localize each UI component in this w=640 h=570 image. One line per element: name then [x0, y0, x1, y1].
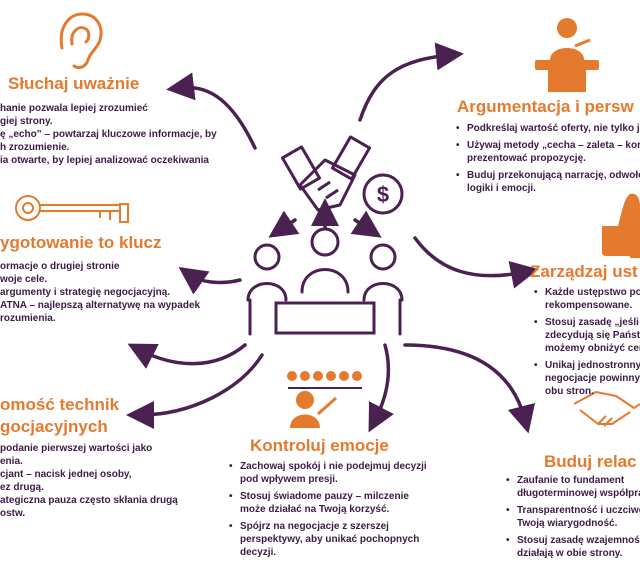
arrow-up-right	[350, 210, 382, 238]
concessions-item-line: Stosuj zasadę „jeśli –	[545, 317, 640, 328]
argument-item-line: prezentować propozycję.	[467, 153, 586, 164]
relations-list: Zaufanie to fundament długoterminowej ws…	[503, 474, 640, 564]
preparation-title: ygotowanie to klucz	[0, 233, 162, 252]
relations-item-line: Transparentność i uczciwo	[517, 505, 640, 516]
preparation-line: ormacje o drugiej stronie	[0, 261, 120, 272]
argument-item: Używaj metody „cecha – zaleta – kor prez…	[453, 139, 640, 165]
techniques-title-line: gocjacyjnych	[0, 417, 108, 436]
concessions-title: Zarządzaj ust	[530, 262, 638, 281]
emotions-item: Stosuj świadome pauzy – milczenie może d…	[226, 490, 427, 516]
argument-item: Buduj przekonującą narrację, odwoło logi…	[453, 169, 640, 195]
preparation-line: ATNA – najlepszą alternatywę na wypadek	[0, 300, 201, 311]
argument-title: Argumentacja i persw	[457, 97, 634, 116]
argument-list: Podkreślaj wartość oferty, nie tylko j U…	[453, 122, 640, 199]
arrow-to-relations	[403, 343, 536, 434]
emotions-item-line: może działać na Twoją korzyść.	[240, 504, 390, 515]
listen-line: ę „echo” – powtarzaj kluczowe informacje…	[0, 129, 217, 140]
ear-icon	[59, 12, 103, 70]
relations-item-line: długoterminowej współpra	[517, 488, 640, 499]
techniques-text: podanie pierwszej wartości jako enia. cj…	[0, 442, 178, 520]
argument-item: Podkreślaj wartość oferty, nie tylko j	[453, 122, 640, 135]
preparation-line: rozumienia.	[0, 313, 56, 324]
relations-title: Buduj relac	[544, 452, 637, 471]
techniques-line: cjant – nacisk jednej osoby,	[0, 469, 132, 480]
relations-item: Stosuj zasadę wzajemności działają w obi…	[503, 534, 640, 560]
listen-line: ia otwarte, by lepiej analizować oczekiw…	[0, 155, 209, 166]
concessions-item-line: Każde ustępstwo pow	[545, 287, 640, 298]
preparation-line: argumenty i strategię negocjacyjną.	[0, 287, 171, 298]
relations-item-line: Zaufanie to fundament	[517, 475, 625, 486]
techniques-line: ategiczna pauza często skłania drugą	[0, 495, 178, 506]
arrow-to-concessions	[413, 236, 539, 289]
techniques-line: enia.	[0, 456, 23, 467]
arrow-to-argument	[358, 42, 464, 122]
relations-item-line: Stosuj zasadę wzajemności	[517, 535, 640, 546]
relations-item: Zaufanie to fundament długoterminowej ws…	[503, 474, 640, 500]
emotions-item: Spójrz na negocjacje z szerszej perspekt…	[226, 520, 427, 559]
emotions-item-line: perspektywy, aby unikać pochopnych	[240, 534, 420, 545]
emotions-title: Kontroluj emocje	[250, 436, 389, 455]
arrow-to-techniques-lower	[126, 353, 264, 429]
concessions-item-line: negocjacje powinny	[545, 373, 640, 384]
emotions-item-line: Stosuj świadome pauzy – milczenie	[240, 491, 409, 502]
concessions-item: Unikaj jednostronny negocjacje powinny o…	[531, 359, 640, 398]
listen-line: h zrozumienie.	[0, 142, 70, 153]
concessions-item-line: Unikaj jednostronny	[545, 360, 640, 371]
emotions-item: Zachowaj spokój i nie podejmuj decyzji p…	[226, 460, 427, 486]
emotions-list: Zachowaj spokój i nie podejmuj decyzji p…	[226, 460, 427, 563]
arrow-to-emotions	[368, 343, 394, 433]
techniques-line: podanie pierwszej wartości jako	[0, 443, 153, 454]
concessions-item: Każde ustępstwo pow rekompensowane.	[531, 286, 640, 312]
techniques-line: ez drugą.	[0, 482, 44, 493]
techniques-title-line: omość technik	[0, 395, 120, 414]
argument-item-line: logiki i emocji.	[467, 183, 536, 194]
listen-line: hanie pozwala lepiej zrozumieć	[0, 103, 148, 114]
concessions-item: Stosuj zasadę „jeśli – zdecydują się Pań…	[531, 316, 640, 355]
argument-item-line: Podkreślaj wartość oferty, nie tylko j	[467, 123, 640, 134]
svg-text:$: $	[377, 182, 389, 207]
listen-line: giej strony.	[0, 116, 53, 127]
arrow-to-listen	[166, 72, 257, 150]
concessions-item-line: zdecydują się Państw	[545, 330, 640, 341]
concessions-item-line: możemy obniżyć cen	[545, 343, 640, 354]
handshake-dollar-icon: $	[280, 135, 404, 215]
emotion-scale-icon	[287, 371, 362, 428]
relations-item: Transparentność i uczciwo Twoją wiarygod…	[503, 504, 640, 530]
thumbs-up-icon	[602, 193, 640, 258]
arrow-to-techniques-upper	[127, 343, 247, 369]
techniques-line: ostw.	[0, 508, 26, 519]
argument-item-line: Używaj metody „cecha – zaleta – kor	[467, 140, 640, 151]
emotions-item-line: pod wpływem presji.	[240, 474, 338, 485]
speaker-podium-icon	[535, 18, 599, 92]
emotions-item-line: Zachowaj spokój i nie podejmuj decyzji	[240, 461, 427, 472]
argument-item-line: Buduj przekonującą narrację, odwoło	[467, 170, 640, 181]
relations-item-line: działają w obie strony.	[517, 548, 623, 559]
concessions-item-line: rekompensowane.	[545, 300, 633, 311]
concessions-item-line: obu stron.	[545, 386, 594, 397]
arrow-to-preparation	[178, 266, 242, 295]
emotions-item-line: Spójrz na negocjacje z szerszej	[240, 521, 389, 532]
preparation-line: woje cele.	[0, 274, 48, 285]
emotions-item-line: decyzji.	[240, 547, 277, 558]
arrow-up-left	[268, 210, 300, 238]
listen-text: hanie pozwala lepiej zrozumieć giej stro…	[0, 102, 217, 167]
concessions-list: Każde ustępstwo pow rekompensowane. Stos…	[531, 286, 640, 402]
relations-item-line: Twoją wiarygodność.	[517, 518, 618, 529]
meeting-people-icon	[246, 227, 404, 336]
techniques-title: omość technik gocjacyjnych	[0, 394, 119, 438]
preparation-text: ormacje o drugiej stronie woje cele. arg…	[0, 260, 200, 325]
key-icon	[15, 195, 129, 223]
listen-title: Słuchaj uważnie	[8, 74, 140, 93]
